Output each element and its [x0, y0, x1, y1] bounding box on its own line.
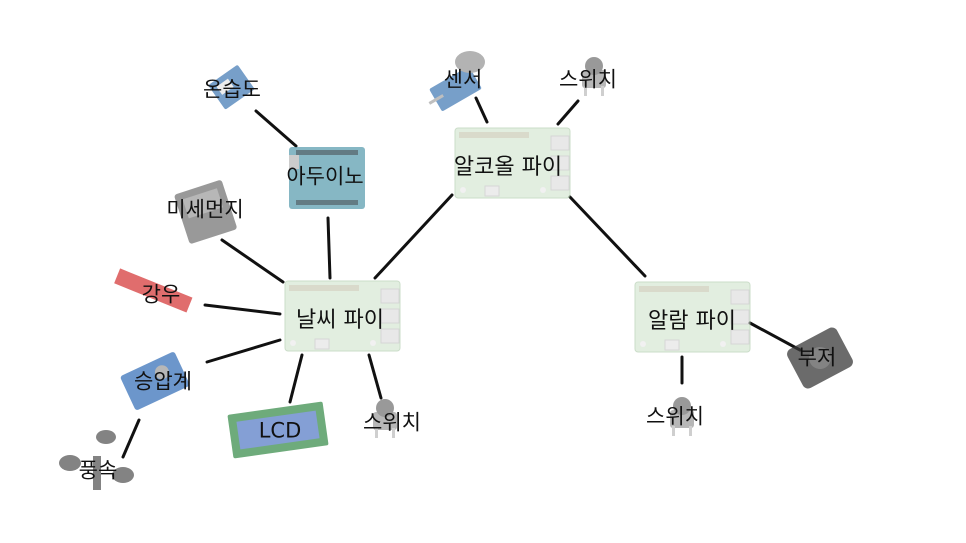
link-weather-alcohol — [373, 193, 454, 280]
anemometer-icon — [59, 430, 134, 490]
rain-sensor-icon — [114, 268, 193, 313]
link-lcd-weather — [288, 353, 304, 404]
link-arduino-weather — [326, 216, 332, 280]
buzzer-module-icon — [787, 327, 853, 389]
node-label-alarm-pi: 알람 파이 — [648, 309, 736, 334]
node-label-switch-alarm: 스위치 — [646, 404, 704, 429]
humidity-sensor-icon — [208, 65, 254, 110]
connection-lines — [121, 96, 802, 459]
link-humidity-arduino — [254, 109, 298, 148]
link-switch-weather — [367, 353, 383, 400]
node-label-pressure: 승압계 — [134, 369, 192, 394]
node-label-lcd: LCD — [258, 418, 302, 443]
link-alcohol-sensor — [474, 96, 489, 124]
lcd-module-icon — [227, 401, 329, 459]
node-label-wind: 풍속 — [78, 458, 118, 483]
link-rain-weather — [203, 303, 282, 316]
link-pressure-weather — [205, 338, 282, 364]
node-label-switch-weather: 스위치 — [363, 410, 421, 435]
node-label-rain: 강우 — [141, 282, 181, 307]
link-alcohol-alarm — [568, 195, 647, 278]
link-alcohol-switch — [556, 99, 580, 126]
node-label-weather-pi: 날씨 파이 — [296, 308, 384, 333]
node-label-switch-alcohol: 스위치 — [559, 67, 617, 92]
node-label-arduino: 아두이노 — [286, 164, 364, 189]
gas-sensor-icon — [428, 51, 485, 111]
link-pressure-wind — [121, 418, 141, 459]
node-label-humidity: 온습도 — [203, 77, 261, 102]
node-label-sensor: 센서 — [443, 67, 483, 92]
node-label-alcohol-pi: 알코올 파이 — [453, 155, 563, 180]
node-label-dust: 미세먼지 — [166, 197, 244, 222]
node-label-buzzer: 부저 — [797, 345, 837, 370]
dust-sensor-icon — [174, 180, 237, 244]
pressure-sensor-icon — [120, 352, 190, 410]
link-alarm-buzzer — [748, 321, 802, 352]
arduino-board-icon — [289, 147, 365, 209]
link-dust-weather — [220, 238, 285, 284]
